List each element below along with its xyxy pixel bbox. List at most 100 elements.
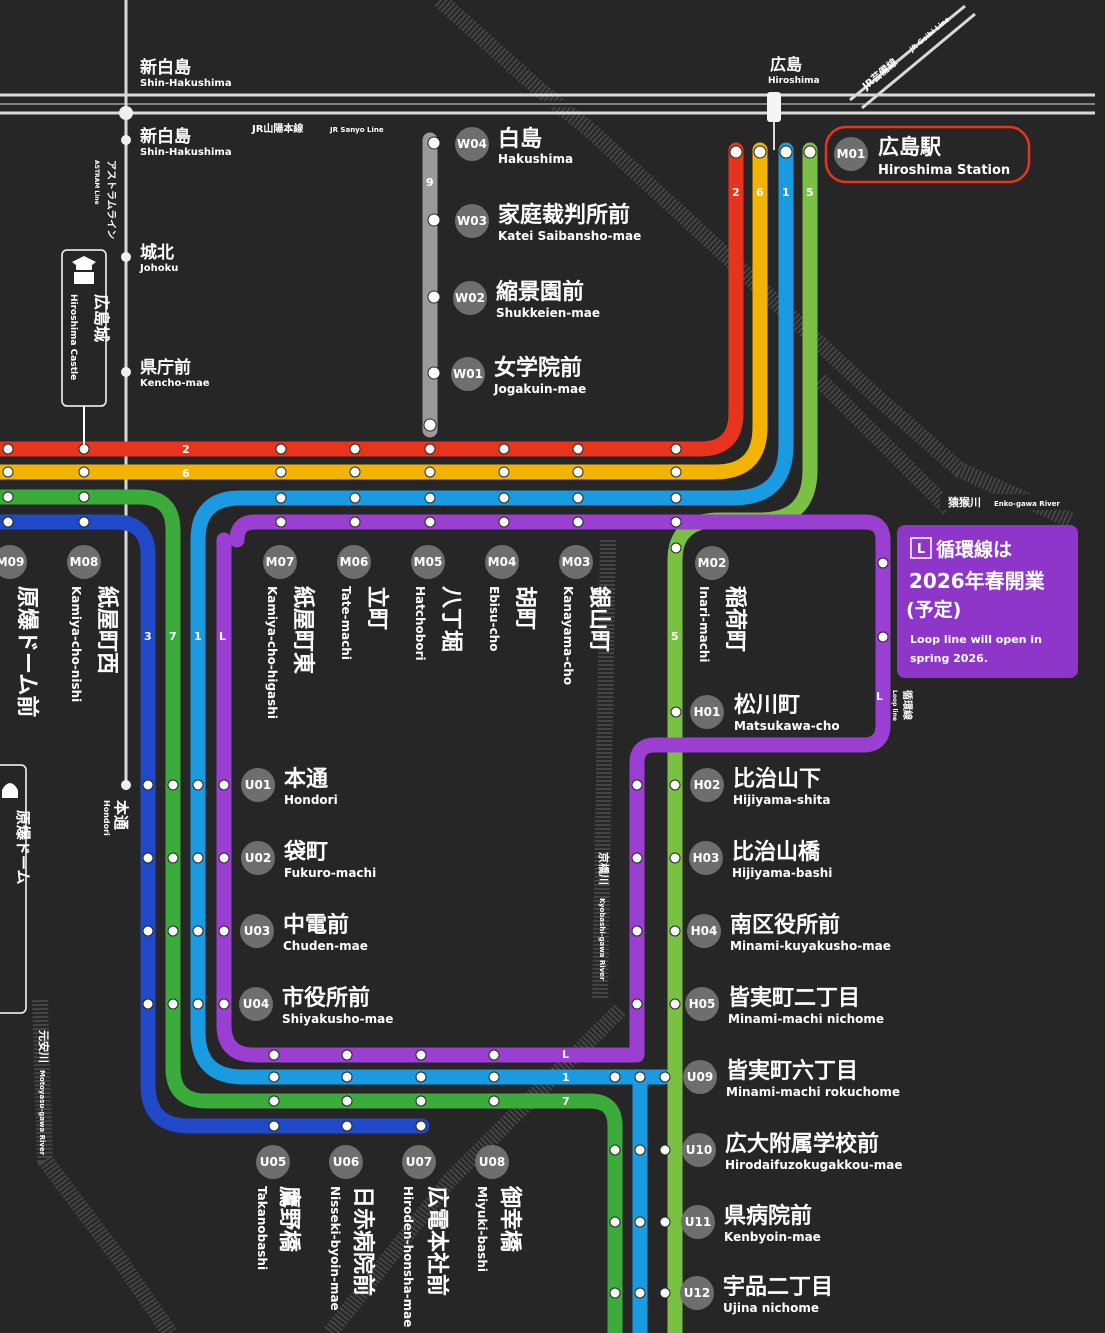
svg-text:U12: U12 xyxy=(684,1286,710,1300)
station-w03[interactable]: W03 家庭裁判所前 Katei Saibansho-mae xyxy=(455,202,641,243)
svg-text:Hijiyama-shita: Hijiyama-shita xyxy=(733,793,831,807)
jr-sanyo-line xyxy=(0,93,1095,115)
svg-text:Ebisu-cho: Ebisu-cho xyxy=(487,586,501,651)
h-stations: H01 松川町 Matsukawa-cho H02 比治山下 Hijiyama-… xyxy=(685,693,891,1026)
route-3-line xyxy=(0,514,430,1134)
station-m06[interactable]: M06 立町 Tate-machi xyxy=(337,545,390,660)
station-m02[interactable]: M02 稲荷町 Inari-machi xyxy=(695,546,747,663)
svg-text:Kenbyoin-mae: Kenbyoin-mae xyxy=(724,1230,821,1244)
svg-text:Katei Saibansho-mae: Katei Saibansho-mae xyxy=(498,229,641,243)
svg-text:U04: U04 xyxy=(243,997,269,1011)
jr-hiroshima-jp: 広島 xyxy=(770,55,802,74)
loop-notice-badge: L xyxy=(917,542,925,557)
jr-geibi-label-en: JR Geibi Line xyxy=(907,15,951,54)
svg-text:Hondori: Hondori xyxy=(284,793,338,807)
station-u02[interactable]: U02 袋町 Fukuro-machi xyxy=(241,839,376,880)
svg-text:Kamiya-cho-nishi: Kamiya-cho-nishi xyxy=(69,586,83,702)
route-6-line xyxy=(0,142,768,480)
castle-icon xyxy=(72,256,96,284)
svg-text:紙屋町東: 紙屋町東 xyxy=(290,586,316,674)
svg-text:稲荷町: 稲荷町 xyxy=(722,586,747,652)
route-loop-label-bottom: L xyxy=(562,1048,569,1061)
station-w04[interactable]: W04 白島 Hakushima xyxy=(455,126,573,166)
svg-text:U07: U07 xyxy=(406,1155,432,1169)
station-u06[interactable]: U06 日赤病院前 Nisseki-byoin-mae xyxy=(328,1145,376,1311)
svg-text:御幸橋: 御幸橋 xyxy=(497,1185,523,1253)
station-w01[interactable]: W01 女学院前 Jogakuin-mae xyxy=(451,355,586,396)
svg-text:M03: M03 xyxy=(562,555,591,569)
svg-text:本通: 本通 xyxy=(284,767,328,792)
station-u07[interactable]: U07 広電本社前 Hiroden-honsha-mae xyxy=(401,1145,450,1327)
station-u10[interactable]: U10 広大附属学校前 Hirodaifuzokugakkou-mae xyxy=(682,1131,902,1172)
svg-text:白島: 白島 xyxy=(498,126,542,152)
svg-text:U06: U06 xyxy=(333,1155,359,1169)
station-u05[interactable]: U05 鷹野橋 Takanobashi xyxy=(255,1145,302,1270)
svg-text:M02: M02 xyxy=(698,556,727,570)
jr-sanyo-label-en: JR Sanyo Line xyxy=(329,126,384,134)
svg-text:Nisseki-byoin-mae: Nisseki-byoin-mae xyxy=(328,1186,342,1311)
station-dots xyxy=(2,136,889,1299)
station-u01[interactable]: U01 本通 Hondori xyxy=(241,767,338,807)
station-m08[interactable]: M08 紙屋町西 Kamiya-cho-nishi xyxy=(67,545,120,702)
svg-text:U11: U11 xyxy=(685,1215,711,1229)
svg-text:皆実町二丁目: 皆実町二丁目 xyxy=(728,985,860,1011)
svg-text:M08: M08 xyxy=(70,555,99,569)
line-number-labels: 2 6 1 5 2 6 3 7 1 L 5 9 L 1 7 L xyxy=(144,176,883,1108)
station-m05[interactable]: M05 八丁堀 Hatchobori xyxy=(411,545,463,661)
route-7-line xyxy=(0,489,623,1333)
station-u08[interactable]: U08 御幸橋 Miyuki-bashi xyxy=(475,1145,523,1272)
hiroshima-station[interactable]: M01 広島駅 Hiroshima Station xyxy=(824,125,1031,184)
station-h05[interactable]: H05 皆実町二丁目 Minami-machi nichome xyxy=(685,985,884,1026)
river-motoyasu xyxy=(32,999,177,1333)
castle-jp: 広島城 xyxy=(92,294,111,342)
route-2-line xyxy=(0,142,744,457)
jr-shin-hakushima-jp: 新白島 xyxy=(140,57,191,78)
hiroshima-station-jp: 広島駅 xyxy=(878,135,942,159)
jr-geibi-label: JR芸備線 xyxy=(859,56,900,93)
svg-text:M05: M05 xyxy=(414,555,443,569)
station-h02[interactable]: H02 比治山下 Hijiyama-shita xyxy=(690,766,831,807)
svg-text:U10: U10 xyxy=(686,1143,712,1157)
river-kyobashi xyxy=(592,539,616,1001)
station-m04[interactable]: M04 胡町 Ebisu-cho xyxy=(485,545,537,651)
station-u09[interactable]: U09 皆実町六丁目 Minami-machi rokuchome xyxy=(683,1058,900,1099)
river-upper-right xyxy=(434,0,1074,528)
jr-shin-hakushima-en: Shin-Hakushima xyxy=(140,78,232,89)
astram-kencho-mae-jp: 県庁前 xyxy=(140,357,191,378)
station-w02[interactable]: W02 縮景園前 Shukkeien-mae xyxy=(453,279,600,320)
station-h03[interactable]: H03 比治山橋 Hijiyama-bashi xyxy=(689,839,832,880)
station-m07[interactable]: M07 紙屋町東 Kamiya-cho-higashi xyxy=(263,545,316,719)
svg-text:U08: U08 xyxy=(479,1155,505,1169)
station-m03[interactable]: M03 銀山町 Kanayama-cho xyxy=(559,545,611,685)
station-u03[interactable]: U03 中電前 Chuden-mae xyxy=(240,912,368,953)
svg-text:広電本社前: 広電本社前 xyxy=(424,1186,450,1296)
astram-hondori-en: Hondori xyxy=(102,800,111,836)
svg-text:中電前: 中電前 xyxy=(283,912,349,938)
svg-text:Miyuki-bashi: Miyuki-bashi xyxy=(475,1186,489,1272)
svg-text:家庭裁判所前: 家庭裁判所前 xyxy=(498,202,630,228)
w-stations: W04 白島 Hakushima W03 家庭裁判所前 Katei Saiban… xyxy=(451,126,641,396)
hiroshima-castle: 広島城 Hiroshima Castle xyxy=(61,249,111,449)
svg-text:U09: U09 xyxy=(687,1070,713,1084)
astram-johoku-en: Johoku xyxy=(139,263,178,274)
station-h04[interactable]: H04 南区役所前 Minami-kuyakusho-mae xyxy=(687,912,891,953)
castle-en: Hiroshima Castle xyxy=(68,294,78,380)
station-u12[interactable]: U12 宇品二丁目 Ujina nichome xyxy=(680,1275,833,1315)
river-enko xyxy=(814,374,956,516)
route-1-line xyxy=(190,142,794,1085)
svg-text:比治山下: 比治山下 xyxy=(733,766,821,792)
astram-line-label: アストラムライン xyxy=(105,160,117,239)
station-m09[interactable]: M09 原爆ドーム前 xyxy=(0,545,40,717)
river-labels: 猿猴川 Enko-gawa River 京橋川 Kyobashi-gawa Ri… xyxy=(37,494,1070,1156)
svg-text:銀山町: 銀山町 xyxy=(586,586,611,652)
svg-text:袋町: 袋町 xyxy=(283,839,328,865)
kyobashi-river-en: Kyobashi-gawa River xyxy=(598,898,606,981)
genbaku-dome-side: 原爆ドーム xyxy=(0,764,32,1014)
station-h01[interactable]: H01 松川町 Matsukawa-cho xyxy=(690,693,840,733)
svg-text:原爆ドーム前: 原爆ドーム前 xyxy=(14,586,40,717)
svg-text:女学院前: 女学院前 xyxy=(494,355,582,381)
enko-river-en: Enko-gawa River xyxy=(994,500,1060,508)
station-u11[interactable]: U11 県病院前 Kenbyoin-mae xyxy=(681,1203,821,1244)
jr-hiroshima-station-mark xyxy=(767,92,781,122)
station-u04[interactable]: U04 市役所前 Shiyakusho-mae xyxy=(239,985,393,1026)
